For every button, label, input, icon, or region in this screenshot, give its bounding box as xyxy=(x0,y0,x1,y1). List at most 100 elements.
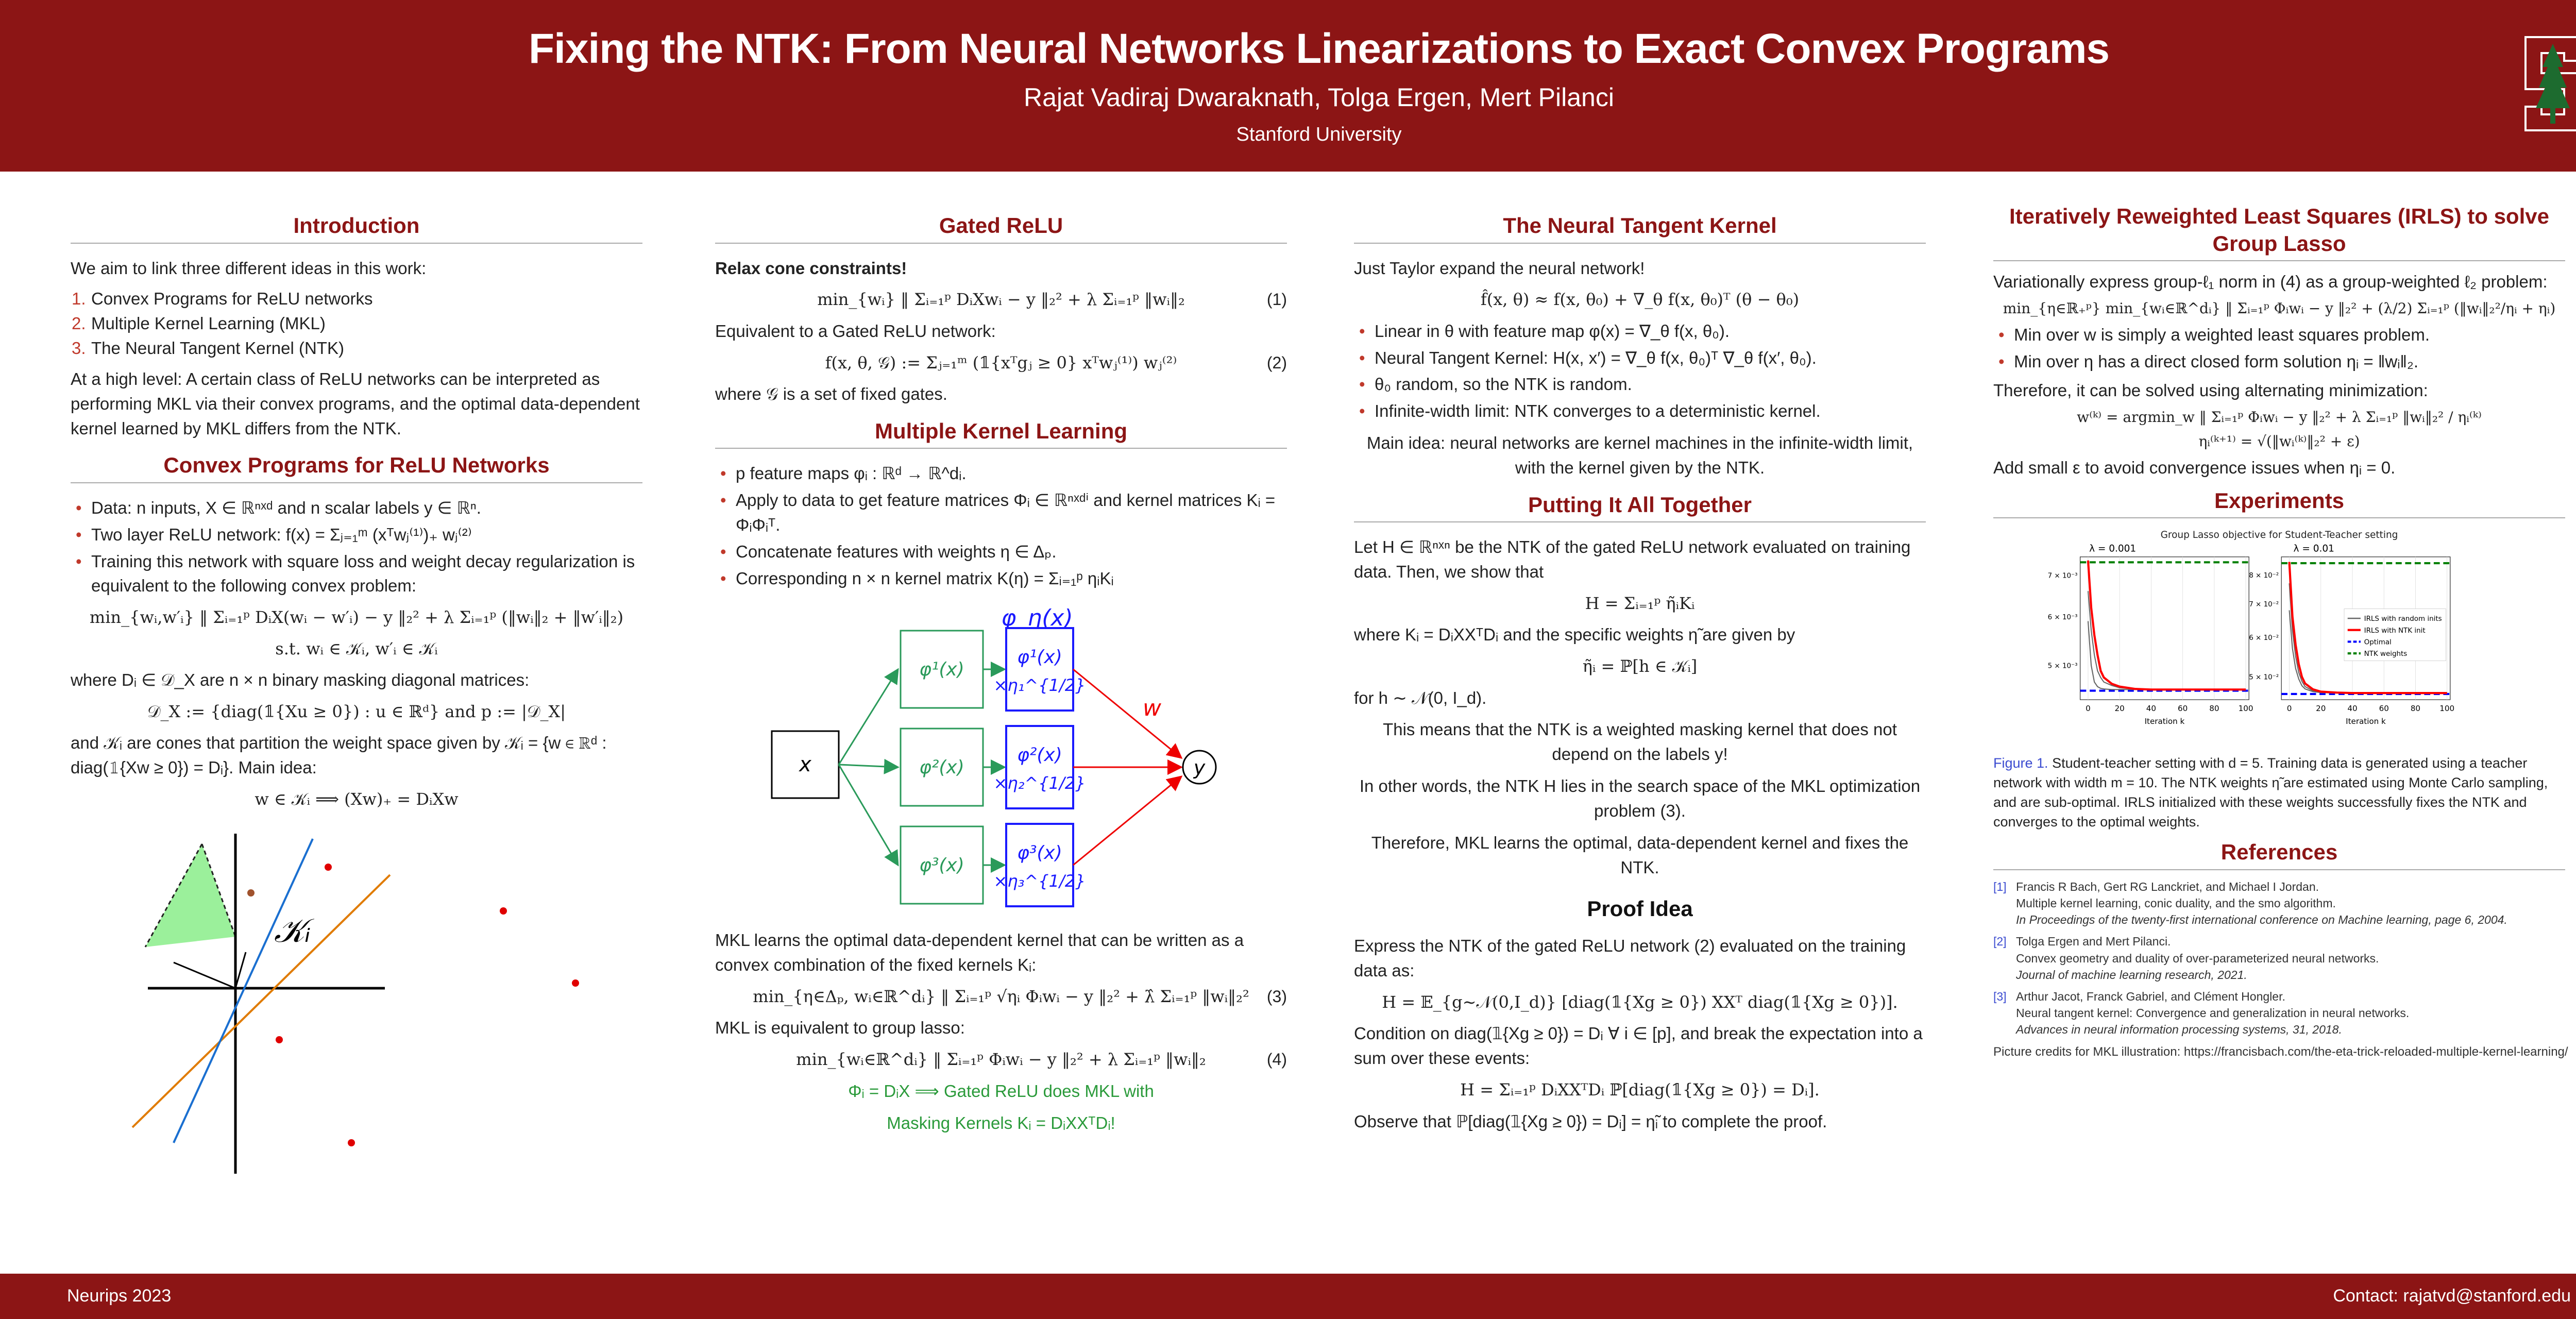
list-item: Data: n inputs, X ∈ ℝⁿˣᵈ and n scalar la… xyxy=(76,496,642,520)
centered-statement: This means that the NTK is a weighted ma… xyxy=(1383,720,1897,764)
reference-number: [1] xyxy=(1993,880,2007,893)
mkl-output: y xyxy=(1193,756,1206,779)
paragraph: MKL is equivalent to group lasso: xyxy=(715,1018,965,1038)
list-item: Infinite-width limit: NTK converges to a… xyxy=(1359,399,1926,424)
equation: min_{wᵢ∈ℝ^dᵢ} ‖ Σᵢ₌₁ᵖ Φᵢwᵢ − y ‖₂² + λ Σ… xyxy=(715,1047,1287,1071)
x-tick-label: 0 xyxy=(2086,704,2091,713)
equation-number: (1) xyxy=(1266,290,1287,309)
figure-label: Figure 1. xyxy=(1993,755,2048,771)
x-tick-label: 20 xyxy=(2316,704,2326,713)
poster-header: Fixing the NTK: From Neural Networks Lin… xyxy=(0,0,2576,172)
equation-text: w ∈ 𝒦ᵢ ⟹ (Xw)₊ = DᵢXw xyxy=(255,789,459,809)
x-axis-label: Iteration k xyxy=(2346,717,2386,726)
feature-label: φ³(x) xyxy=(919,855,964,876)
centered-statement: Φᵢ = DᵢX ⟹ Gated ReLU does MKL with xyxy=(848,1081,1154,1101)
reference-title: Neural tangent kernel: Convergence and g… xyxy=(2016,1006,2410,1020)
list-item: Corresponding n × n kernel matrix K(η) =… xyxy=(720,566,1287,591)
reference-authors: Arthur Jacot, Franck Gabriel, and Clémen… xyxy=(2016,989,2285,1003)
mkl-input: x xyxy=(798,753,811,776)
list-item: Min over η has a direct closed form solu… xyxy=(1998,349,2565,374)
x-tick-label: 80 xyxy=(2209,704,2219,713)
caption-text: Student-teacher setting with d = 5. Trai… xyxy=(1993,755,2548,830)
section-heading: Multiple Kernel Learning xyxy=(715,418,1287,449)
x-tick-label: 20 xyxy=(2115,704,2125,713)
equation-number: (4) xyxy=(1266,1050,1287,1069)
feature-box xyxy=(900,825,984,905)
equation-text: f̂(x, θ) ≈ f(x, θ₀) + ∇_θ f(x, θ₀)ᵀ (θ −… xyxy=(1480,290,1800,310)
equation-text: w⁽ᵏ⁾ = argmin_w ‖ Σᵢ₌₁ᵖ Φᵢwᵢ − y ‖₂² + λ… xyxy=(2077,408,2482,426)
paragraph: Variationally express group-ℓ₁ norm in (… xyxy=(1993,272,2548,291)
x-tick-label: 60 xyxy=(2178,704,2188,713)
y-tick-label: 8 × 10⁻² xyxy=(2249,572,2279,580)
equation: η̃ᵢ = ℙ[h ∈ 𝒦ᵢ] xyxy=(1354,654,1926,678)
section-heading: Iteratively Reweighted Least Squares (IR… xyxy=(1993,203,2565,261)
y-tick-label: 5 × 10⁻³ xyxy=(2048,663,2078,670)
bullet-list: p feature maps φᵢ : ℝᵈ → ℝ^dᵢ.Apply to d… xyxy=(720,461,1287,591)
contact-email[interactable]: Contact: rajatvd@stanford.edu xyxy=(2333,1286,2571,1306)
equation-number: (3) xyxy=(1266,987,1287,1006)
weighted-feature-label: φ²(x) xyxy=(1017,745,1062,766)
paragraph: Observe that ℙ[diag(𝟙{Xg ≥ 0}) = Dᵢ] = η… xyxy=(1354,1111,1827,1131)
equation-text: min_{η∈Δₚ, wᵢ∈ℝ^dᵢ} ‖ Σᵢ₌₁ᵖ √ηᵢ Φᵢwᵢ − y… xyxy=(753,987,1249,1007)
centered-statement: Main idea: neural networks are kernel ma… xyxy=(1366,433,1913,477)
legend-entry: Optimal xyxy=(2364,639,2392,647)
stanford-logo-icon xyxy=(2524,36,2576,131)
mkl-concat-label: φ_η(x) xyxy=(1001,605,1073,631)
list-item: Training this network with square loss a… xyxy=(76,549,642,599)
section-heading: Putting It All Together xyxy=(1354,492,1926,523)
section-heading: Introduction xyxy=(71,212,642,244)
mkl-edge xyxy=(838,764,899,867)
mkl-edge xyxy=(838,667,899,765)
list-item: Multiple Kernel Learning (MKL) xyxy=(72,311,326,336)
paragraph: Equivalent to a Gated ReLU network: xyxy=(715,321,996,341)
paragraph: where Dᵢ ∈ 𝒟_X are n × n binary masking … xyxy=(71,670,530,690)
paragraph: for h ∼ 𝒩(0, I_d). xyxy=(1354,688,1487,707)
reference-title: Multiple kernel learning, conic duality,… xyxy=(2016,897,2336,910)
paragraph: MKL learns the optimal data-dependent ke… xyxy=(715,931,1244,975)
equation: min_{η∈Δₚ, wᵢ∈ℝ^dᵢ} ‖ Σᵢ₌₁ᵖ √ηᵢ Φᵢwᵢ − y… xyxy=(715,985,1287,1008)
list-item: Two layer ReLU network: f(x) = Σⱼ₌₁ᵐ (xᵀ… xyxy=(76,522,642,547)
cone-label: 𝒦ᵢ xyxy=(274,912,315,950)
reference-authors: Francis R Bach, Gert RG Lanckriet, and M… xyxy=(2016,880,2319,893)
equation-text: H = 𝔼_{g∼𝒩(0,I_d)} [diag(𝟙{Xg ≥ 0}) XXᵀ … xyxy=(1382,992,1898,1012)
y-tick-label: 5 × 10⁻² xyxy=(2249,674,2279,682)
scale-label: ×η₃^{1/2} xyxy=(994,871,1086,891)
paragraph: Therefore, it can be solved using altern… xyxy=(1993,380,2428,400)
equation-text: min_{wᵢ,w′ᵢ} ‖ Σᵢ₌₁ᵖ DᵢX(wᵢ − w′ᵢ) − y ‖… xyxy=(89,607,624,628)
section-heading: References xyxy=(1993,839,2565,870)
paragraph: Just Taylor expand the neural network! xyxy=(1354,258,1645,278)
x-tick-label: 40 xyxy=(2347,704,2357,713)
equation: min_{wᵢ,w′ᵢ} ‖ Σᵢ₌₁ᵖ DᵢX(wᵢ − w′ᵢ) − y ‖… xyxy=(71,605,642,629)
equation: ηᵢ⁽ᵏ⁺¹⁾ = √(‖wᵢ⁽ᵏ⁾‖₂² + ε) xyxy=(1993,431,2565,451)
centered-statement: Therefore, MKL learns the optimal, data-… xyxy=(1371,833,1909,877)
panel-subtitle: λ = 0.01 xyxy=(2294,544,2334,554)
equation: w⁽ᵏ⁾ = argmin_w ‖ Σᵢ₌₁ᵖ Φᵢwᵢ − y ‖₂² + λ… xyxy=(1993,407,2565,427)
authors: Rajat Vadiraj Dwaraknath, Tolga Ergen, M… xyxy=(1024,83,1614,112)
equation: H = Σᵢ₌₁ᵖ η̃ᵢKᵢ xyxy=(1354,591,1926,615)
bullet-list: Linear in θ with feature map φ(x) = ∇_θ … xyxy=(1359,319,1926,424)
equation-text: H = Σᵢ₌₁ᵖ η̃ᵢKᵢ xyxy=(1585,593,1695,613)
y-tick-label: 7 × 10⁻² xyxy=(2249,601,2279,609)
x-tick-label: 80 xyxy=(2411,704,2420,713)
weight-edge xyxy=(1073,775,1183,866)
reference-venue: Advances in neural information processin… xyxy=(2016,1023,2342,1037)
weighted-feature-label: φ³(x) xyxy=(1017,842,1062,864)
equation: f(x, θ, 𝒢) := Σⱼ₌₁ᵐ (𝟙{xᵀgⱼ ≥ 0} xᵀwⱼ⁽¹⁾… xyxy=(715,351,1287,375)
reference-authors: Tolga Ergen and Mert Pilanci. xyxy=(2016,935,2171,949)
equation-text: ηᵢ⁽ᵏ⁺¹⁾ = √(‖wᵢ⁽ᵏ⁾‖₂² + ε) xyxy=(2198,432,2360,450)
bullet-list: Data: n inputs, X ∈ ℝⁿˣᵈ and n scalar la… xyxy=(76,496,642,599)
column-4: Iteratively Reweighted Least Squares (IR… xyxy=(1993,196,2568,1061)
list-item: Linear in θ with feature map φ(x) = ∇_θ … xyxy=(1359,319,1926,344)
figure-caption: Figure 1. Student-teacher setting with d… xyxy=(1993,754,2565,832)
experiments-chart: Group Lasso objective for Student-Teache… xyxy=(2048,530,2454,726)
legend xyxy=(2344,608,2446,662)
y-tick-label: 7 × 10⁻³ xyxy=(2048,572,2078,580)
equation-text: min_{η∈ℝ₊ᵖ} min_{wᵢ∈ℝ^dᵢ} ‖ Σᵢ₌₁ᵖ Φᵢwᵢ −… xyxy=(2003,299,2556,317)
x-tick-label: 60 xyxy=(2379,704,2389,713)
legend-entry: IRLS with NTK init xyxy=(2364,627,2426,635)
mkl-weight-label: w xyxy=(1143,695,1162,721)
paragraph: Relax cone constraints! xyxy=(715,258,907,278)
x-tick-label: 40 xyxy=(2146,704,2156,713)
